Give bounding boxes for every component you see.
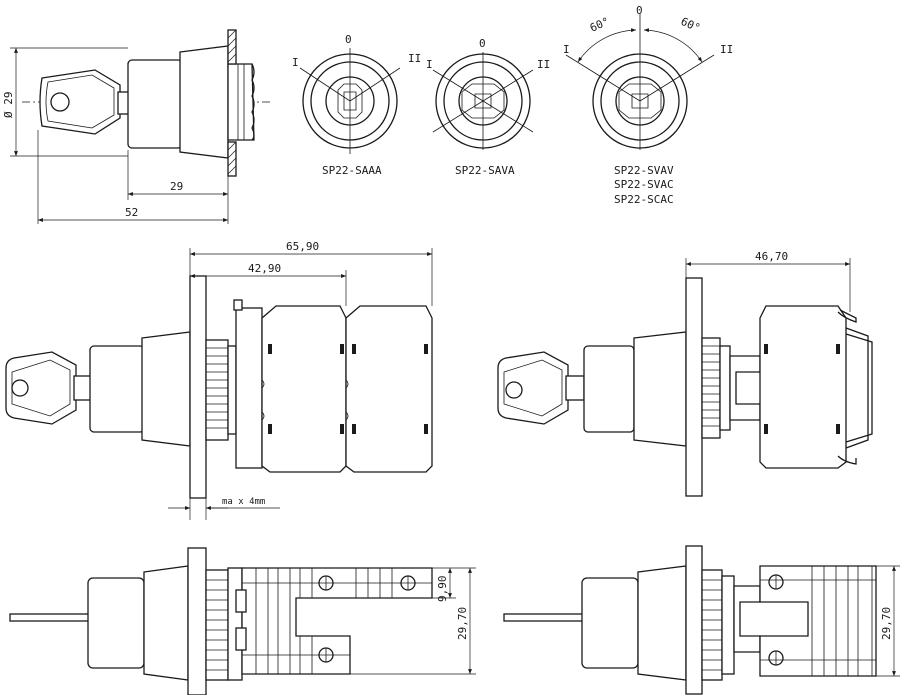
dial-sava: 0 I II SP22-SAVA [426,37,550,177]
dial3-label-1: SP22-SVAC [614,178,674,191]
dial3-angle-left: 60° [588,15,611,35]
dial3-label-2: SP22-SCAC [614,193,674,206]
bottom-right-view: 29,70 [503,545,900,695]
switch-body [127,59,183,149]
dial-svav: 0 60° 60° I II SP22-SVAV SP22-SVAC SP22-… [563,4,733,206]
mid-right-view: 46,70 [497,250,873,497]
dim-65-90: 65,90 [286,240,319,253]
dial1-mark-II: II [408,52,421,65]
dim-panel-thickness: ma x 4mm [222,497,265,507]
bottom-left-view: 9,90 29,70 [9,547,476,695]
key-head-2 [5,351,77,425]
dial1-mark-I: I [292,56,299,69]
dim-29: 29 [170,180,183,193]
dim-46-70: 46,70 [755,250,788,263]
dial-saaa: 0 I II SP22-SAAA [292,33,421,177]
dial2-mark-I: I [426,58,433,71]
dim-29-70-left: 29,70 [456,607,469,640]
dial2-label-0: SP22-SAVA [455,164,515,177]
dial2-mark-0: 0 [479,37,486,50]
dim-diameter: Ø 29 [2,92,15,119]
key-head [39,69,121,135]
dim-52: 52 [125,206,138,219]
dial3-mark-II: II [720,43,733,56]
top-side-view: Ø 29 29 52 [2,29,270,224]
dial3-label-0: SP22-SVAV [614,164,674,177]
dial3-mark-I: I [563,43,570,56]
key-head-3 [497,351,569,425]
contact-u-shape [241,567,433,675]
dim-9-90: 9,90 [436,576,449,603]
dim-42-90: 42,90 [248,262,281,275]
mid-left-view: 65,90 42,90 ma x 4mm [5,240,433,520]
contact-u-shape-2 [759,565,877,677]
dial1-label-0: SP22-SAAA [322,164,382,177]
dial2-mark-II: II [537,58,550,71]
dial1-mark-0: 0 [345,33,352,46]
contact-block-2 [345,305,433,473]
contact-block-1 [261,305,347,473]
contact-block-3 [759,305,847,469]
dim-29-70-right: 29,70 [880,607,893,640]
dial3-mark-0: 0 [636,4,643,17]
dial3-angle-right: 60° [679,15,702,35]
